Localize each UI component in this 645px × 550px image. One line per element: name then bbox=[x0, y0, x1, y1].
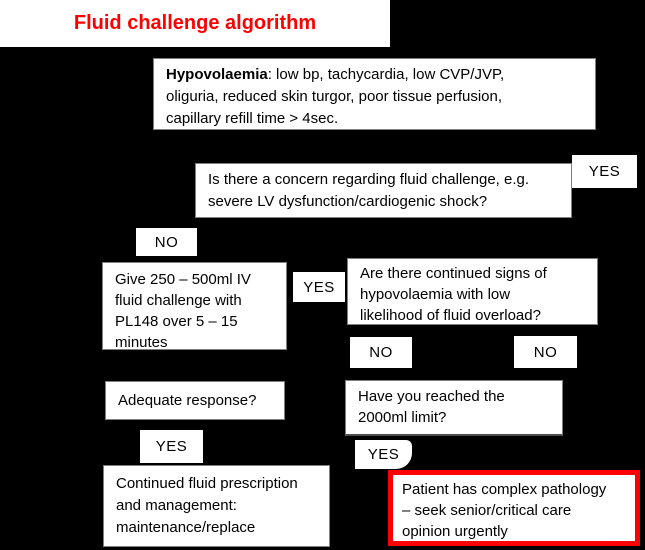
continued-prescription-box: Continued fluid prescription and managem… bbox=[103, 465, 330, 547]
yes-label-bottom: YES bbox=[355, 440, 412, 469]
no-label-middle-right: NO bbox=[514, 336, 577, 368]
hypovolaemia-definition-box: Hypovolaemia: low bp, tachycardia, low C… bbox=[153, 58, 596, 130]
no-label-left: NO bbox=[136, 228, 197, 256]
continued-signs-question-box: Are there continued signs of hypovolaemi… bbox=[347, 258, 598, 325]
yes-label-middle: YES bbox=[293, 272, 345, 302]
no-label-middle-left: NO bbox=[350, 337, 412, 368]
page-title: Fluid challenge algorithm bbox=[73, 12, 317, 34]
concern-question-box: Is there a concern regarding fluid chall… bbox=[195, 163, 572, 218]
title-box: Fluid challenge algorithm bbox=[0, 0, 390, 47]
give-fluid-challenge-box: Give 250 – 500ml IV fluid challenge with… bbox=[102, 262, 287, 351]
yes-label-top-right: YES bbox=[572, 155, 637, 188]
limit-question-box: Have you reached the 2000ml limit? bbox=[345, 380, 563, 436]
hypovolaemia-description: : low bp, tachycardia, low CVP/JVP, olig… bbox=[166, 66, 505, 127]
yes-label-lower-left: YES bbox=[140, 430, 203, 463]
hypovolaemia-term: Hypovolaemia bbox=[166, 66, 268, 83]
complex-pathology-alert-box: Patient has complex pathology – seek sen… bbox=[388, 470, 640, 546]
adequate-response-question-box: Adequate response? bbox=[105, 381, 285, 420]
